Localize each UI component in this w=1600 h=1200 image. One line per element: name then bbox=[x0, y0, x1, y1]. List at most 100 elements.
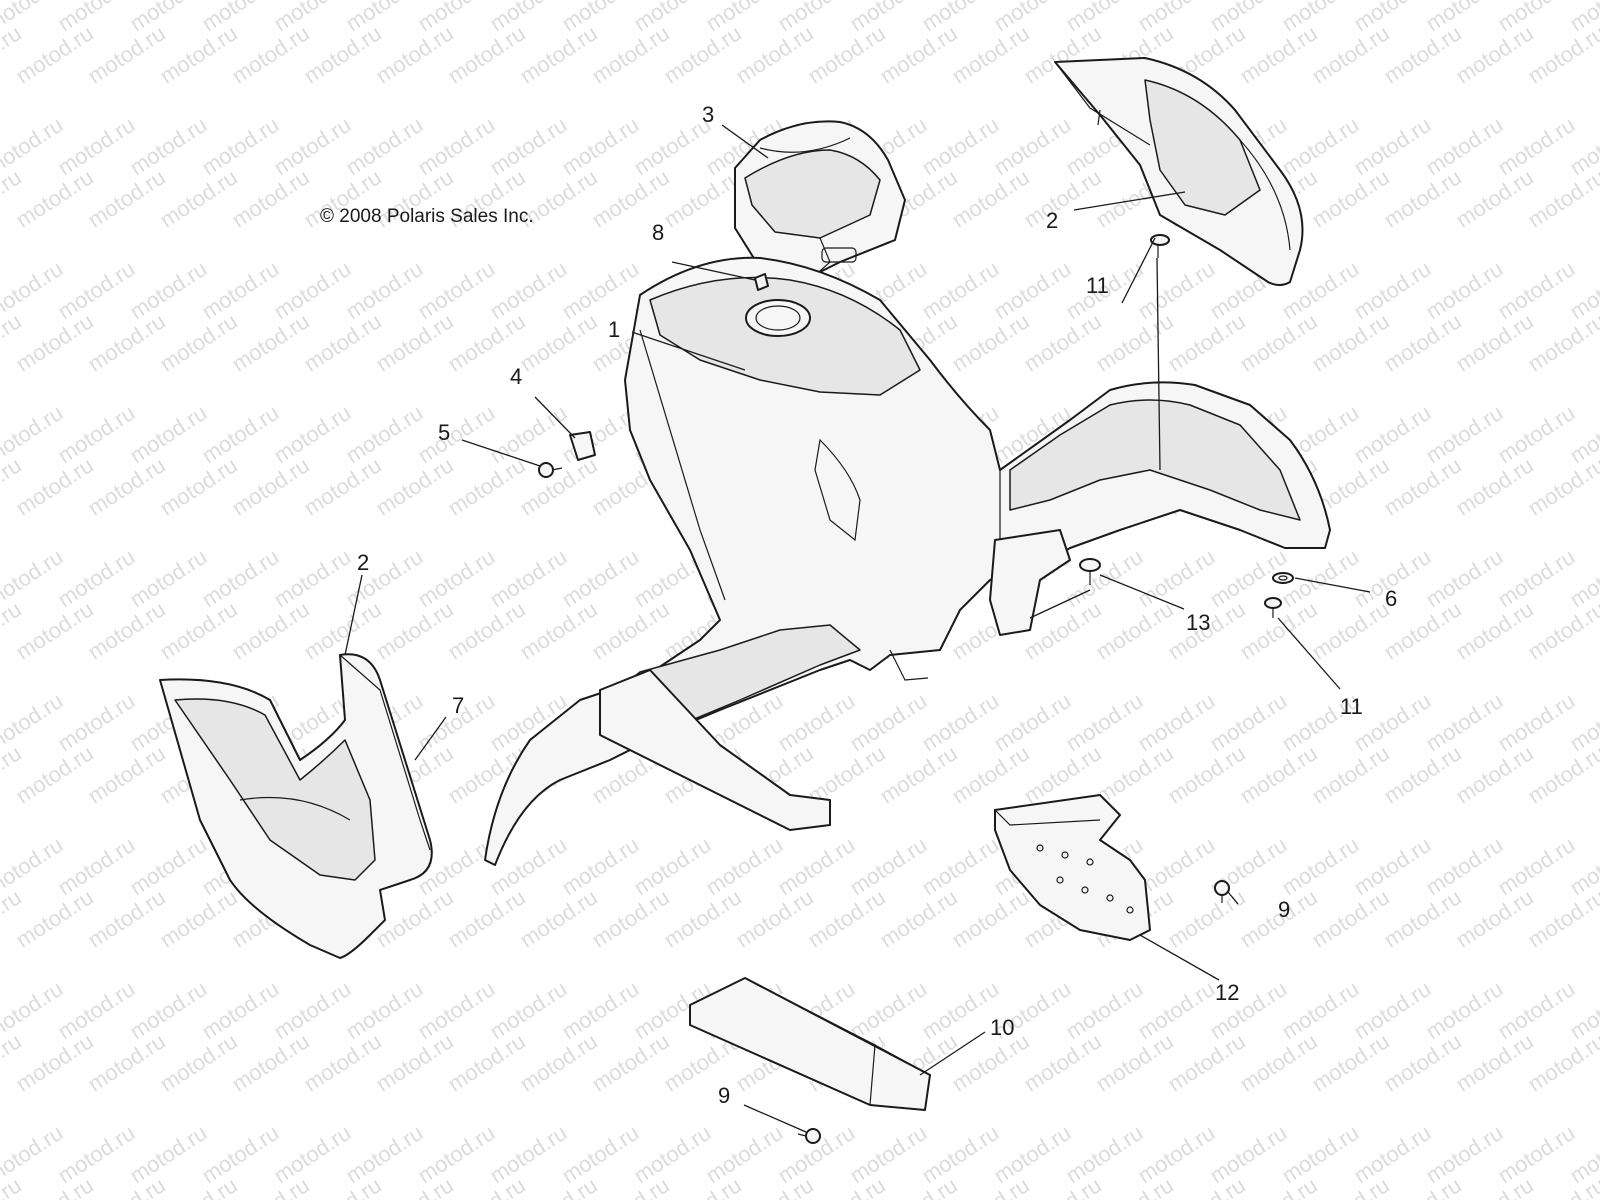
watermark-text: motod.ru bbox=[371, 1028, 457, 1096]
watermark-text: motod.ru bbox=[83, 596, 169, 664]
watermark-text: motod.ru bbox=[1379, 884, 1465, 952]
watermark-text: motod.ru bbox=[1379, 164, 1465, 232]
watermark-text: motod.ru bbox=[917, 1120, 1003, 1188]
watermark-text: motod.ru bbox=[155, 20, 241, 88]
watermark-text: motod.ru bbox=[197, 976, 283, 1044]
watermark-text: motod.ru bbox=[1163, 740, 1249, 808]
watermark-text: motod.ru bbox=[1307, 740, 1393, 808]
watermark-text: motod.ru bbox=[1421, 832, 1507, 900]
watermark-text: motod.ru bbox=[269, 112, 355, 180]
callout-12: 12 bbox=[1215, 980, 1239, 1005]
watermark-text: motod.ru bbox=[1235, 740, 1321, 808]
watermark-text: motod.ru bbox=[1421, 1120, 1507, 1188]
callout-13: 13 bbox=[1186, 610, 1210, 635]
watermark-text: motod.ru bbox=[197, 256, 283, 324]
watermark-text: motod.ru bbox=[1451, 308, 1537, 376]
watermark-text: motod.ru bbox=[341, 112, 427, 180]
watermark-text: motod.ru bbox=[485, 976, 571, 1044]
watermark-text: motod.ru bbox=[227, 308, 313, 376]
watermark-text: motod.ru bbox=[1421, 688, 1507, 756]
watermark-text: motod.ru bbox=[269, 976, 355, 1044]
watermark-text: motod.ru bbox=[155, 884, 241, 952]
watermark-text: motod.ru bbox=[731, 884, 817, 952]
clip-nut-part bbox=[569, 431, 596, 461]
watermark-text: motod.ru bbox=[371, 596, 457, 664]
watermark-text: motod.ru bbox=[803, 884, 889, 952]
watermark-text: motod.ru bbox=[947, 884, 1033, 952]
watermark-text: motod.ru bbox=[1349, 256, 1435, 324]
watermark-text: motod.ru bbox=[227, 1028, 313, 1096]
watermark-text: motod.ru bbox=[803, 1172, 889, 1200]
watermark-text: motod.ru bbox=[515, 1172, 601, 1200]
watermark-text: motod.ru bbox=[1451, 452, 1537, 520]
watermark-text: motod.ru bbox=[1379, 308, 1465, 376]
watermark-text: motod.ru bbox=[155, 1172, 241, 1200]
watermark-text: motod.ru bbox=[947, 1172, 1033, 1200]
watermark-text: motod.ru bbox=[1277, 832, 1363, 900]
watermark-text: motod.ru bbox=[1019, 164, 1105, 232]
watermark-text: motod.ru bbox=[1133, 544, 1219, 612]
console-cover-part bbox=[734, 120, 906, 283]
watermark-text: motod.ru bbox=[11, 164, 97, 232]
watermark-text: motod.ru bbox=[659, 20, 745, 88]
watermark-text: motod.ru bbox=[227, 20, 313, 88]
watermark-text: motod.ru bbox=[125, 544, 211, 612]
watermark-text: motod.ru bbox=[1349, 832, 1435, 900]
watermark-text: motod.ru bbox=[485, 400, 571, 468]
watermark-text: motod.ru bbox=[1523, 164, 1600, 232]
watermark-text: motod.ru bbox=[1379, 452, 1465, 520]
watermark-text: motod.ru bbox=[227, 452, 313, 520]
screw-lower-part bbox=[797, 1128, 821, 1144]
watermark-text: motod.ru bbox=[197, 400, 283, 468]
watermark-text: motod.ru bbox=[917, 112, 1003, 180]
watermark-text: motod.ru bbox=[1307, 1028, 1393, 1096]
watermark-text: motod.ru bbox=[299, 1028, 385, 1096]
watermark-text: motod.ru bbox=[299, 20, 385, 88]
push-rivet-right-part bbox=[1264, 597, 1282, 618]
watermark-text: motod.ru bbox=[371, 452, 457, 520]
watermark-text: motod.ru bbox=[587, 20, 673, 88]
callout-9-lower: 9 bbox=[718, 1083, 730, 1108]
watermark-text: motod.ru bbox=[83, 1028, 169, 1096]
watermark-text: motod.ru bbox=[587, 596, 673, 664]
watermark-text: motod.ru bbox=[11, 452, 97, 520]
watermark-text: motod.ru bbox=[557, 544, 643, 612]
watermark-text: motod.ru bbox=[917, 688, 1003, 756]
watermark-text: motod.ru bbox=[1205, 688, 1291, 756]
callout-2-left: 2 bbox=[357, 550, 369, 575]
watermark-text: motod.ru bbox=[227, 596, 313, 664]
watermark-text: motod.ru bbox=[773, 832, 859, 900]
watermark-text: motod.ru bbox=[1277, 112, 1363, 180]
watermark-text: motod.ru bbox=[1061, 544, 1147, 612]
watermark-text: motod.ru bbox=[1019, 308, 1105, 376]
watermark-text: motod.ru bbox=[227, 164, 313, 232]
watermark-text: motod.ru bbox=[1163, 308, 1249, 376]
watermark-text: motod.ru bbox=[1421, 544, 1507, 612]
watermark-text: motod.ru bbox=[53, 832, 139, 900]
callout-11-top: 11 bbox=[1086, 273, 1109, 298]
watermark-text: motod.ru bbox=[1493, 400, 1579, 468]
watermark-text: motod.ru bbox=[701, 1120, 787, 1188]
watermark-text: motod.ru bbox=[1493, 1120, 1579, 1188]
watermark-text: motod.ru bbox=[629, 832, 715, 900]
watermark-text: motod.ru bbox=[1349, 112, 1435, 180]
heat-shield-lower-part bbox=[689, 977, 931, 1111]
watermark-text: motod.ru bbox=[1277, 976, 1363, 1044]
watermark-text: motod.ru bbox=[1349, 1120, 1435, 1188]
watermark-text: motod.ru bbox=[11, 740, 97, 808]
watermark-text: motod.ru bbox=[1277, 1120, 1363, 1188]
watermark-text: motod.ru bbox=[11, 596, 97, 664]
watermark-text: motod.ru bbox=[11, 884, 97, 952]
heat-shield-right-part bbox=[994, 794, 1151, 941]
watermark-text: motod.ru bbox=[443, 1172, 529, 1200]
watermark-text: motod.ru bbox=[1493, 832, 1579, 900]
watermark-text: motod.ru bbox=[557, 1120, 643, 1188]
watermark-text: motod.ru bbox=[155, 452, 241, 520]
watermark-text: motod.ru bbox=[53, 112, 139, 180]
watermark-text: motod.ru bbox=[1091, 1028, 1177, 1096]
watermark-text: motod.ru bbox=[1307, 1172, 1393, 1200]
watermark-text: motod.ru bbox=[53, 1120, 139, 1188]
watermark-text: motod.ru bbox=[1379, 20, 1465, 88]
watermark-text: motod.ru bbox=[125, 256, 211, 324]
